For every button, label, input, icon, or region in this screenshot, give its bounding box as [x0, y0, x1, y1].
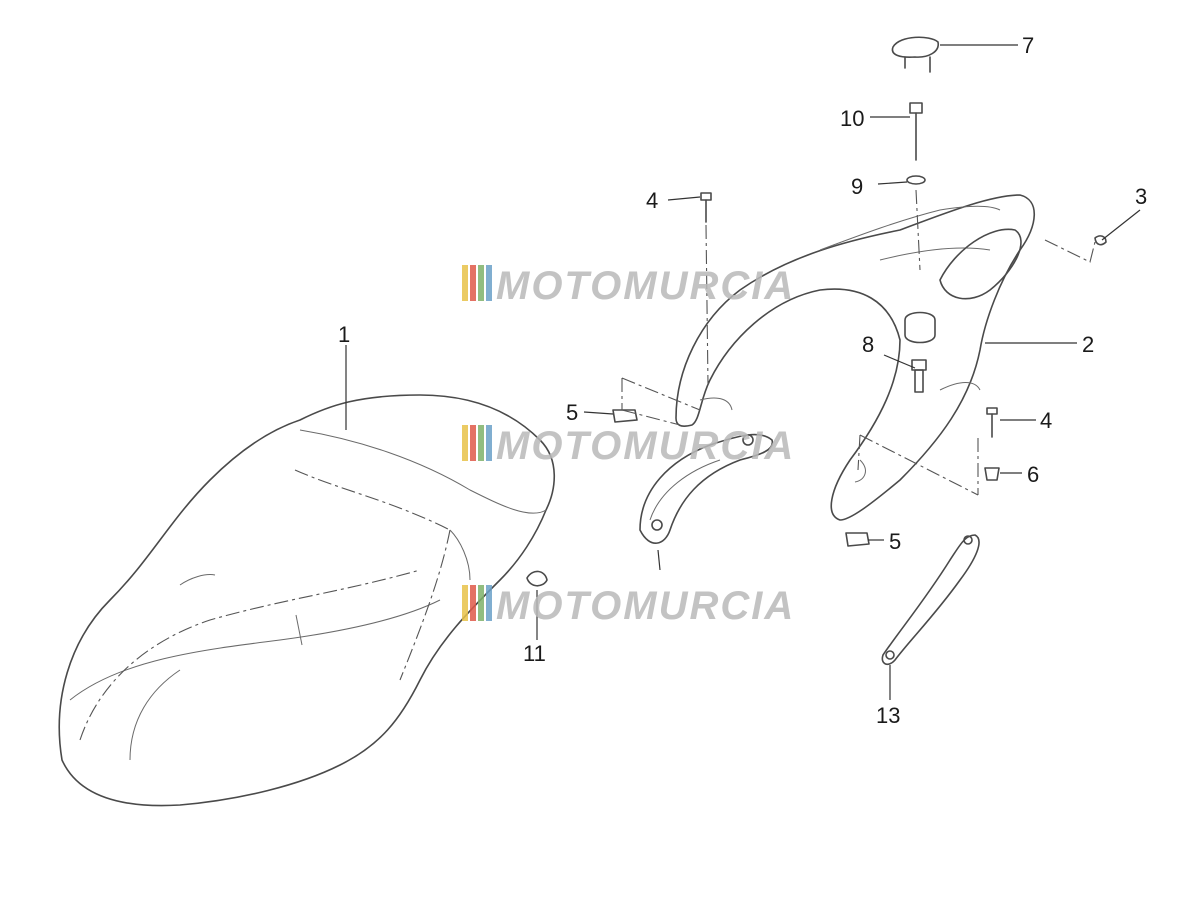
grab-handle-13-part: [881, 534, 980, 666]
callout-5-left: 5: [566, 400, 578, 425]
spacer-6-part: [984, 467, 1000, 481]
cap-7-part: [891, 36, 939, 73]
callout-8: 8: [862, 332, 874, 357]
callout-2: 2: [1082, 332, 1094, 357]
callout-4-upper: 4: [646, 188, 658, 213]
watermark-text: MOTOMURCIA: [496, 264, 795, 308]
watermark-bottom: MOTOMURCIA: [462, 584, 795, 628]
stud-8-part: [911, 359, 927, 393]
callout-9: 9: [851, 174, 863, 199]
callout-labels: 1 2 3 4 4 5 5 6 7 8 9 10 11 13: [338, 33, 1147, 728]
washer-9-part: [906, 175, 926, 185]
callout-7: 7: [1022, 33, 1034, 58]
bolt-10-part: [909, 102, 923, 161]
callout-5-right: 5: [889, 529, 901, 554]
clip-11-part: [526, 570, 548, 640]
pin-3-part: [1094, 235, 1107, 246]
callout-6: 6: [1027, 462, 1039, 487]
bolt-4b-part: [986, 407, 998, 438]
watermark-top: MOTOMURCIA: [462, 264, 795, 308]
callout-1: 1: [338, 322, 350, 347]
callout-10: 10: [840, 106, 864, 131]
assembly-lines: [621, 189, 1096, 496]
watermark-text: MOTOMURCIA: [496, 424, 795, 468]
leader-lines: [345, 44, 1141, 700]
callout-4-lower: 4: [1040, 408, 1052, 433]
clip-5a-part: [612, 409, 638, 423]
rear-rack-part: [675, 194, 1035, 521]
bolt-4a-part: [700, 192, 712, 223]
seat-part: [58, 394, 555, 807]
watermark-middle: MOTOMURCIA: [462, 424, 795, 468]
callout-13: 13: [876, 703, 900, 728]
clip-5b-part: [845, 532, 870, 547]
callout-3: 3: [1135, 184, 1147, 209]
watermark-text: MOTOMURCIA: [496, 584, 795, 628]
callout-11: 11: [523, 641, 546, 666]
side-cover-left-part: [639, 433, 774, 544]
